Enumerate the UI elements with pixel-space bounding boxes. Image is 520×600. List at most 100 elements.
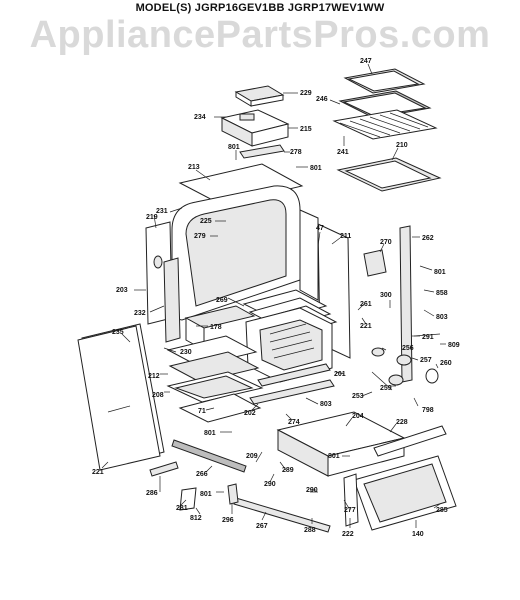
part-label: 232 <box>134 310 146 317</box>
part-213-top-panel <box>178 163 304 206</box>
part-229-plate <box>234 85 285 107</box>
part-label: 261 <box>360 301 372 308</box>
part-label: 300 <box>380 292 392 299</box>
part-label: 803 <box>436 314 448 321</box>
part-label: 231 <box>156 208 168 215</box>
part-label: 203 <box>116 287 128 294</box>
part-label: 201 <box>334 371 346 378</box>
part-label: 290 <box>264 481 276 488</box>
part-label: 225 <box>200 218 212 225</box>
part-204-drawer <box>276 411 406 477</box>
part-210-pan <box>336 157 442 192</box>
part-label: 71 <box>198 408 206 415</box>
part-296-bracket <box>227 483 239 505</box>
part-270-plate <box>363 249 387 277</box>
part-285-drawer-front <box>353 455 457 531</box>
part-247-rack <box>343 68 426 94</box>
part-label: 260 <box>440 360 452 367</box>
part-259-valve <box>388 374 404 386</box>
part-label: 267 <box>256 523 268 530</box>
part-label: 266 <box>196 471 208 478</box>
part-266-burner-tube <box>171 439 247 473</box>
model-title: MODEL(S) JGRP16GEV1BB JGRP17WEV1WW <box>135 2 385 14</box>
part-286-strip <box>149 461 179 477</box>
part-label: 215 <box>300 126 312 133</box>
part-label: 291 <box>422 334 434 341</box>
part-label: 809 <box>448 342 460 349</box>
part-label: 222 <box>342 531 354 538</box>
part-label: 262 <box>422 235 434 242</box>
part-label: 269 <box>216 297 228 304</box>
part-212-broiler-pan <box>168 351 260 383</box>
part-label: 858 <box>436 290 448 297</box>
part-label: 202 <box>244 410 256 417</box>
part-label: 221 <box>360 323 372 330</box>
part-label: 221 <box>92 469 104 476</box>
part-231-oven-cavity <box>171 185 319 321</box>
part-208-tray <box>166 371 264 403</box>
part-label: 210 <box>396 142 408 149</box>
part-202-rail <box>257 363 331 387</box>
part-label: 241 <box>337 149 349 156</box>
part-256-knob <box>371 347 385 357</box>
part-260-knob <box>425 368 439 384</box>
part-label: 208 <box>152 392 164 399</box>
part-label: 212 <box>148 373 160 380</box>
part-label: 812 <box>190 515 202 522</box>
part-label: 219 <box>146 214 158 221</box>
part-label: 801 <box>434 269 446 276</box>
part-label: 274 <box>288 419 300 426</box>
part-label: 209 <box>246 453 258 460</box>
part-label: 259 <box>380 385 392 392</box>
leader-lines <box>101 63 446 528</box>
part-230-bottom-pan <box>166 335 258 367</box>
part-label: 801 <box>310 165 322 172</box>
part-201-broiler-frame <box>245 307 333 383</box>
part-label: 140 <box>412 531 424 538</box>
part-label: 204 <box>352 413 364 420</box>
part-253-rod <box>371 371 393 391</box>
part-215-box <box>220 109 290 147</box>
part-label: 798 <box>422 407 434 414</box>
part-label: 257 <box>420 357 432 364</box>
part-label: 279 <box>194 233 206 240</box>
part-71-panel <box>178 393 262 423</box>
part-label: 247 <box>360 58 372 65</box>
part-label: 801 <box>328 453 340 460</box>
part-label: 289 <box>282 467 294 474</box>
part-label: 278 <box>290 149 302 156</box>
part-label: 47 <box>316 225 324 232</box>
part-label: 228 <box>396 419 408 426</box>
part-label: 801 <box>204 430 216 437</box>
part-222-end-panel <box>343 473 359 527</box>
part-label: 235 <box>112 329 124 336</box>
part-label: 246 <box>316 96 328 103</box>
part-label: 286 <box>146 490 158 497</box>
part-label: 178 <box>210 324 222 331</box>
part-label: 801 <box>200 491 212 498</box>
part-label: 256 <box>402 345 414 352</box>
part-label: 270 <box>380 239 392 246</box>
part-281-bracket <box>179 487 197 511</box>
part-labels: 229 234 215 247 246 241 210 801 278 213 … <box>92 58 460 538</box>
part-label: 290 <box>306 487 318 494</box>
part-257-knob <box>396 354 412 366</box>
part-278-bracket <box>239 144 285 159</box>
part-232-frame <box>163 257 181 343</box>
part-label: 296 <box>222 517 234 524</box>
part-label: 234 <box>194 114 206 121</box>
part-241-rack <box>332 109 438 140</box>
part-label: 213 <box>188 164 200 171</box>
part-246-rack <box>338 90 432 119</box>
part-label: 211 <box>340 233 351 240</box>
part-label: 230 <box>180 349 192 356</box>
watermark-text: AppliancePartsPros.com <box>29 14 491 56</box>
part-label: 288 <box>304 527 316 534</box>
part-label: 281 <box>176 505 188 512</box>
part-label: 229 <box>300 90 312 97</box>
part-228-rail <box>373 425 447 457</box>
part-262-rail <box>399 225 413 383</box>
part-274-rail <box>249 379 335 405</box>
part-221-door-panel <box>77 325 161 471</box>
